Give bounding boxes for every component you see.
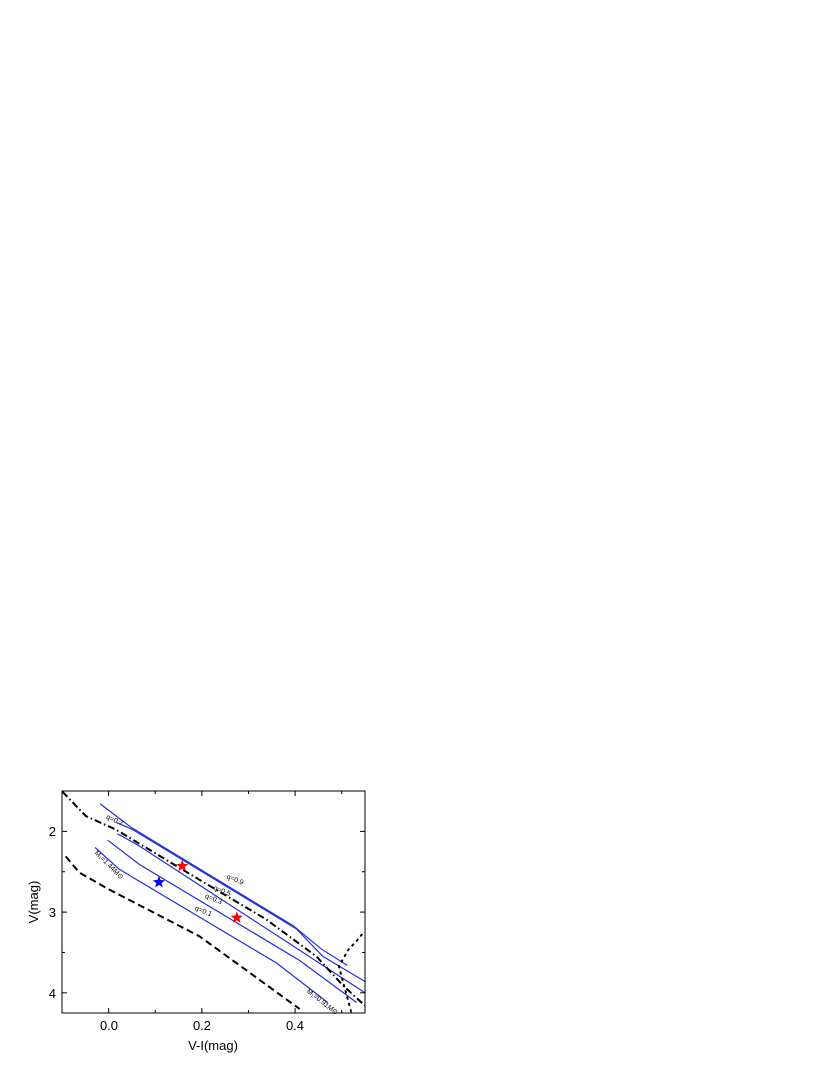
annotation-label: q=0.9 [225,874,244,887]
y-tick-label: 3 [49,905,56,920]
x-tick-label: 0.2 [193,1018,211,1033]
curves [61,791,366,1013]
annotation-label: q=0.7 [105,814,124,828]
star-markers [152,859,243,923]
curve-q=0.7 [116,821,366,983]
star-marker [230,911,243,923]
x-axis-label: V-I(mag) [188,1038,238,1053]
star-marker [176,859,189,872]
curve-q=0.5 [117,833,366,994]
y-tick-label: 4 [49,986,56,1001]
curve-q=0.1 [94,847,329,1003]
x-tick-label: 0.4 [286,1018,304,1033]
curve-dashed [64,855,301,1010]
plot-frame [61,790,366,1014]
annotation-label: M₁=1.44M⊙ [93,850,125,882]
annotations: q=0.7q=0.9q=0.5q=0.3q=0.1M₁=1.44M⊙M₁=0.9… [93,814,339,1017]
y-tick-label: 2 [49,824,56,839]
curve-dashdot [61,791,366,1007]
curve-q=0.3 [107,839,357,1003]
axis-ticks [62,791,365,1013]
curve-q=0.9 [99,803,348,966]
y-axis-label: V(mag) [26,881,41,924]
star-marker [152,875,166,888]
x-tick-label: 0.0 [100,1018,118,1033]
annotation-label: M₁=0.91M⊙ [305,988,339,1017]
curve-dotted [337,933,363,1013]
